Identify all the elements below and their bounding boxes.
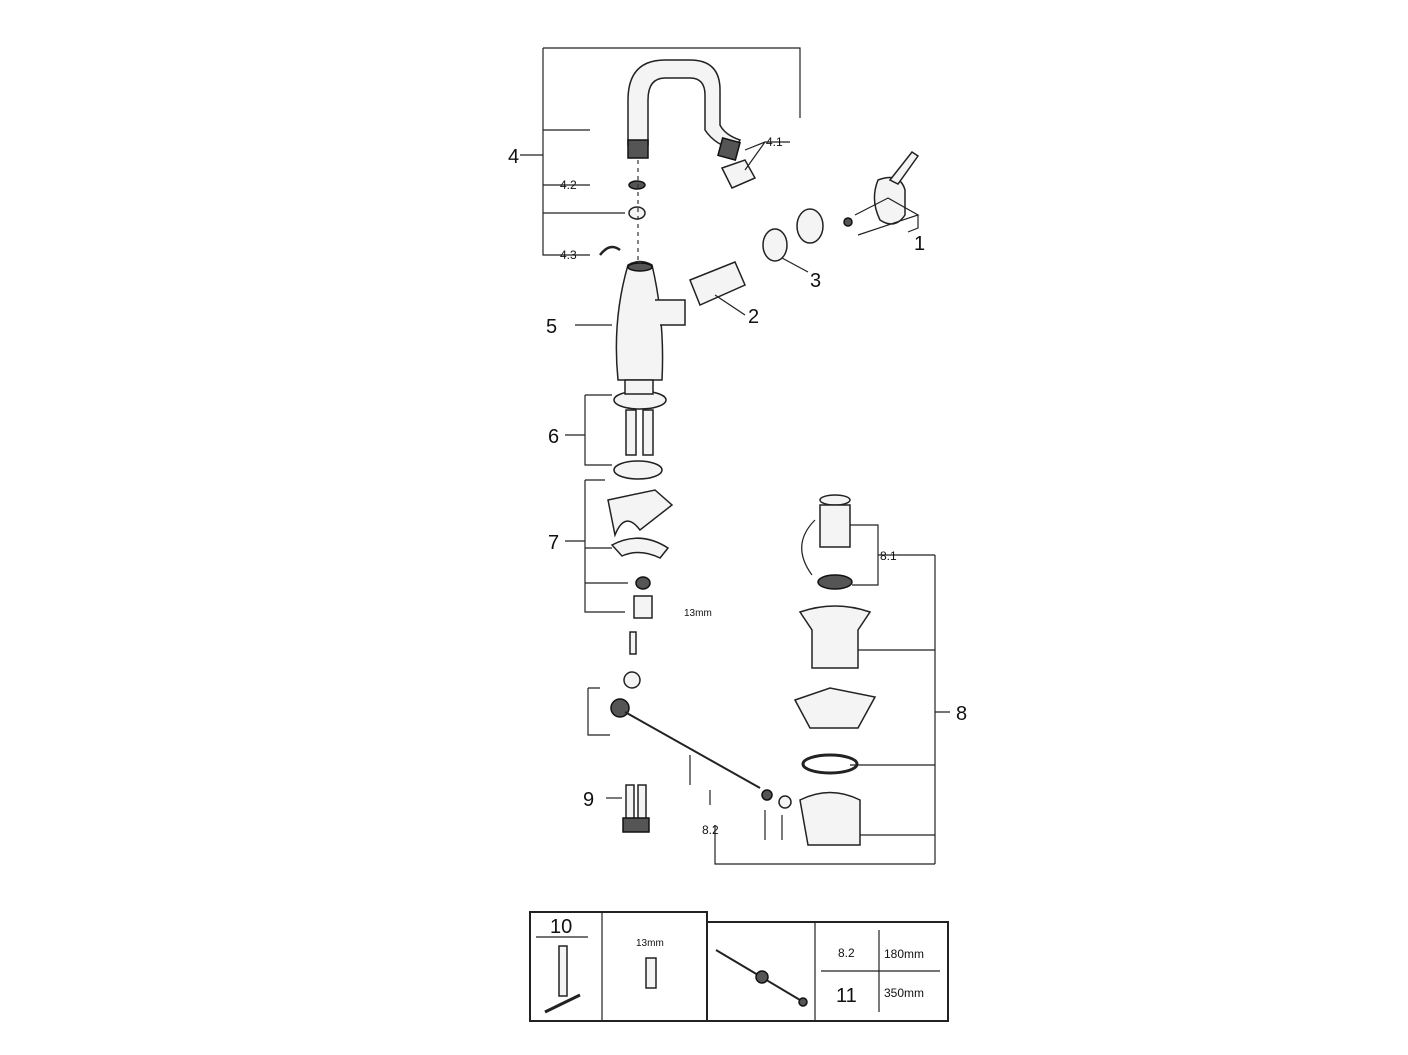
screw xyxy=(843,217,853,227)
row-length: 180mm xyxy=(884,947,924,961)
mounting-group-7: 7 13mm xyxy=(548,479,712,619)
aerator-key xyxy=(720,159,757,189)
label-8-1: 8.1 xyxy=(880,549,897,563)
socket-size: 13mm xyxy=(636,938,664,949)
tap-body xyxy=(615,260,664,381)
waste-body xyxy=(798,605,872,669)
handle-1 xyxy=(873,176,906,225)
body-assembly: 5 2 3 1 xyxy=(546,150,925,381)
mounting-group-6: 6 xyxy=(548,379,667,480)
label-4-2: 4.2 xyxy=(560,178,577,192)
pop-up-rod-8-2: 8.2 xyxy=(587,631,935,865)
waste-gasket xyxy=(793,687,877,729)
handle-lever xyxy=(888,150,920,185)
tool-number-10: 10 xyxy=(550,916,572,938)
label-4-1: 4.1 xyxy=(766,135,783,149)
fixing-plate xyxy=(610,537,670,559)
label-7: 7 xyxy=(548,532,559,554)
washer xyxy=(613,460,663,480)
nut-3 xyxy=(762,228,788,262)
label-4: 4 xyxy=(508,146,519,168)
tool-key-icon xyxy=(558,945,568,997)
cartridge-2 xyxy=(689,261,746,307)
bracket-4 xyxy=(520,47,801,256)
cap-ring xyxy=(796,208,824,244)
aerator-4-1 xyxy=(717,137,741,161)
o-ring-4-2 xyxy=(628,180,646,190)
label-6: 6 xyxy=(548,426,559,448)
body-side-port xyxy=(655,299,686,326)
label-2: 2 xyxy=(748,306,759,328)
bracket-4-1 xyxy=(744,141,790,171)
spout-aerator-end xyxy=(627,139,649,159)
label-13mm: 13mm xyxy=(684,608,712,619)
nut xyxy=(628,206,646,220)
spout xyxy=(627,59,742,151)
accessory-table: 10 13mm 8.2 180mm 11 350mm xyxy=(529,911,949,1022)
label-4-3: 4.3 xyxy=(560,248,577,262)
hoses-9: 9 xyxy=(583,784,650,833)
socket-icon xyxy=(645,957,657,989)
label-8-2: 8.2 xyxy=(702,823,719,837)
waste-nut xyxy=(799,791,861,846)
waste-assembly-8: 8.1 8 xyxy=(793,494,967,864)
bracket-1 xyxy=(854,197,920,236)
row-part: 11 xyxy=(836,985,857,1007)
spout-assembly: 4 4.2 4.3 4.1 xyxy=(508,47,801,265)
label-5: 5 xyxy=(546,316,557,338)
label-3: 3 xyxy=(810,270,821,292)
nut-13mm xyxy=(633,595,653,619)
leader-2 xyxy=(714,294,746,316)
bracket-8-2 xyxy=(587,687,935,865)
label-1: 1 xyxy=(914,233,925,255)
label-9: 9 xyxy=(583,789,594,811)
label-8: 8 xyxy=(956,703,967,725)
gasket xyxy=(607,489,674,538)
clip-4-3 xyxy=(599,245,621,256)
row-length: 350mm xyxy=(884,986,924,1000)
row-part: 8.2 xyxy=(838,946,855,960)
